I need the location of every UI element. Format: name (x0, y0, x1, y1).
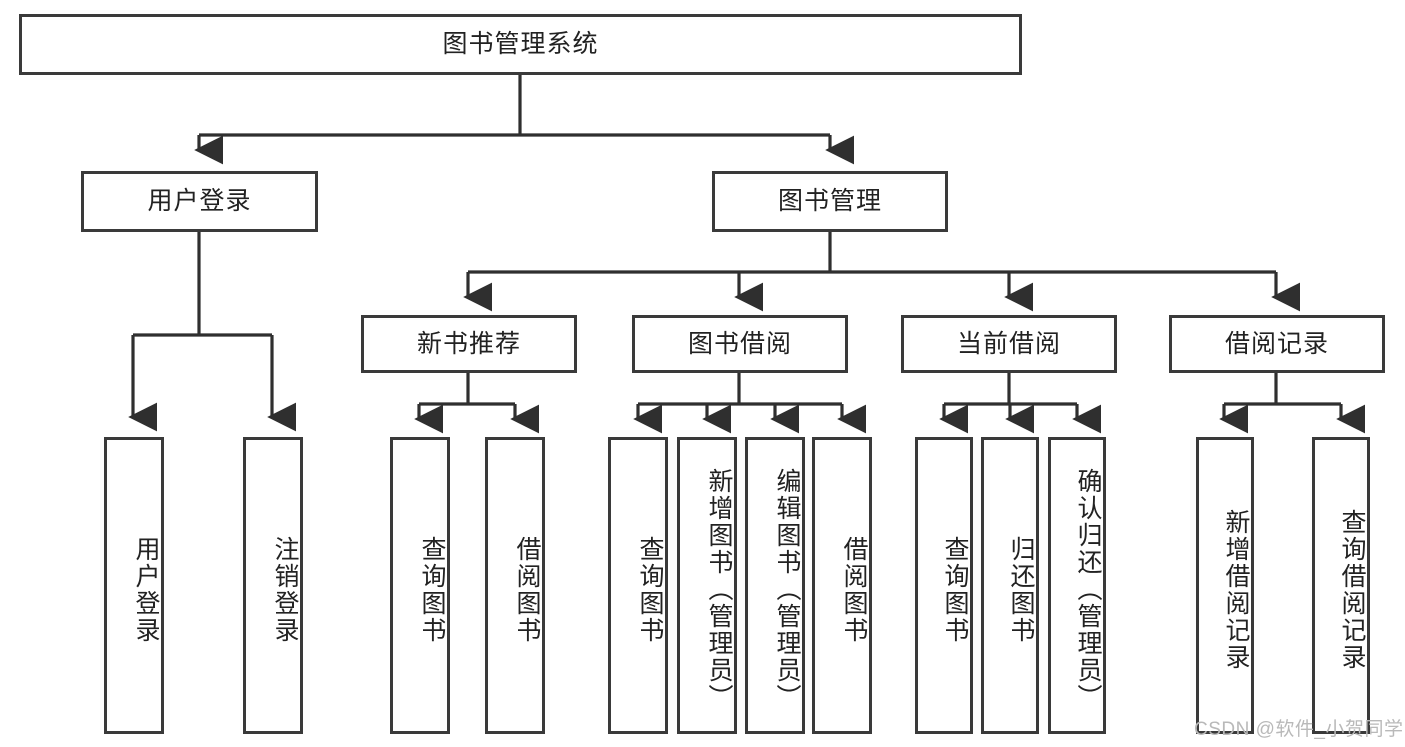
leaf-label: 查询借阅记录 (1338, 508, 1366, 671)
leaf-label: 借阅图书 (513, 535, 541, 644)
node-user-login[interactable]: 用户登录 (81, 171, 318, 232)
leaf-record-query[interactable]: 查询借阅记录 (1312, 437, 1370, 734)
leaf-label: 编辑图书（管理员） (773, 468, 801, 711)
leaf-current-confirm-return[interactable]: 确认归还（管理员） (1048, 437, 1106, 734)
leaf-borrow-query-book[interactable]: 查询图书 (608, 437, 668, 734)
leaf-label: 查询图书 (941, 535, 969, 644)
node-current-borrow[interactable]: 当前借阅 (901, 315, 1117, 373)
node-borrow-record[interactable]: 借阅记录 (1169, 315, 1385, 373)
node-book-borrow[interactable]: 图书借阅 (632, 315, 848, 373)
leaf-label: 注销登录 (271, 535, 299, 644)
leaf-label: 用户登录 (132, 535, 160, 644)
leaf-user-login-signin[interactable]: 用户登录 (104, 437, 164, 734)
csdn-watermark: CSDN @软件_小贺同学 (1194, 719, 1404, 740)
leaf-borrow-add-book[interactable]: 新增图书（管理员） (677, 437, 737, 734)
leaf-current-query-book[interactable]: 查询图书 (915, 437, 973, 734)
leaf-label: 归还图书 (1007, 535, 1035, 644)
leaf-borrow-edit-book[interactable]: 编辑图书（管理员） (745, 437, 805, 734)
node-root[interactable]: 图书管理系统 (19, 14, 1022, 75)
leaf-label: 查询图书 (418, 535, 446, 644)
node-borrow-record-label: 借阅记录 (1224, 329, 1329, 358)
leaf-new-book-query[interactable]: 查询图书 (390, 437, 450, 734)
leaf-label: 新增借阅记录 (1222, 508, 1250, 671)
leaf-label: 确认归还（管理员） (1074, 468, 1102, 711)
node-root-label: 图书管理系统 (442, 30, 599, 59)
leaf-current-return-book[interactable]: 归还图书 (981, 437, 1039, 734)
node-new-book-recommend[interactable]: 新书推荐 (361, 315, 577, 373)
node-user-login-label: 用户登录 (147, 187, 252, 216)
node-book-management-label: 图书管理 (777, 187, 882, 216)
leaf-borrow-borrow-book[interactable]: 借阅图书 (812, 437, 872, 734)
node-new-book-recommend-label: 新书推荐 (416, 329, 521, 358)
leaf-label: 查询图书 (636, 535, 664, 644)
node-book-borrow-label: 图书借阅 (687, 329, 792, 358)
leaf-label: 借阅图书 (840, 535, 868, 644)
leaf-user-login-logout[interactable]: 注销登录 (243, 437, 303, 734)
node-current-borrow-label: 当前借阅 (956, 329, 1061, 358)
leaf-label: 新增图书（管理员） (705, 468, 733, 711)
leaf-record-add[interactable]: 新增借阅记录 (1196, 437, 1254, 734)
node-book-management[interactable]: 图书管理 (712, 171, 948, 232)
leaf-new-book-borrow[interactable]: 借阅图书 (485, 437, 545, 734)
